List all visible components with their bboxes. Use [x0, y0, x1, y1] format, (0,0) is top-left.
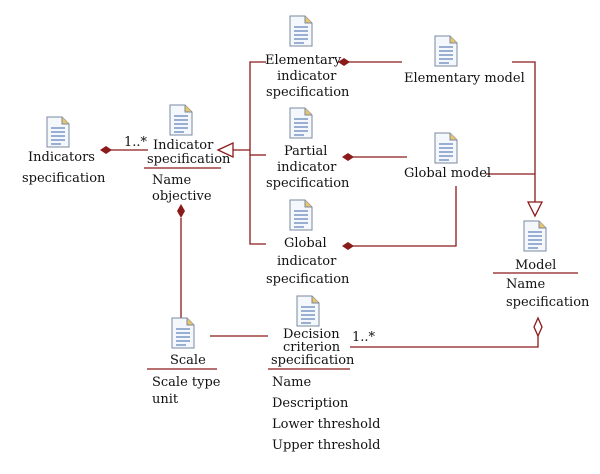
indicator-spec-name-line2: specification — [147, 152, 231, 167]
model-generalization-triangle — [526, 201, 544, 218]
global-model-name: Global model — [404, 166, 491, 181]
decision-document-icon — [296, 295, 320, 327]
indicators-composition-diamond — [100, 146, 112, 154]
elementary-spec-name-line3: specification — [266, 85, 350, 100]
elementary-model-name: Elementary model — [404, 71, 525, 86]
scale-attr-type: Scale type — [152, 375, 221, 390]
decision-multiplicity: 1..* — [352, 330, 376, 345]
indicators-multiplicity: 1..* — [124, 135, 148, 150]
indicators-name-line1: Indicators — [28, 150, 95, 165]
decision-name-line2: criterion — [283, 340, 341, 355]
indicator-spec-document-icon — [169, 104, 193, 136]
indicators-name-line2: specification — [22, 171, 106, 186]
decision-name-line1: Decision — [283, 327, 340, 342]
markers — [100, 58, 544, 338]
elementary-spec-name-line1: Elementary — [265, 53, 342, 68]
model-attr-name: Name — [506, 277, 545, 292]
global-spec-name-line2: indicator — [277, 254, 337, 269]
global-spec-name-line3: specification — [266, 272, 350, 287]
scale-name: Scale — [170, 353, 206, 368]
partial-spec-name-line3: specification — [266, 176, 350, 191]
model-aggregation-diamond — [533, 316, 543, 338]
elementary-model-document-icon — [434, 35, 458, 67]
elementary-spec-name-line2: indicator — [277, 69, 337, 84]
indicator-spec-name-line1: Indicator — [153, 138, 214, 153]
model-attr-specification: specification — [506, 295, 590, 310]
partial-spec-document-icon — [289, 107, 313, 139]
class-separators — [144, 167, 578, 370]
model-document-icon — [523, 220, 547, 252]
indicators-document-icon — [46, 116, 70, 148]
indicator-spec-attr-name: Name — [152, 173, 191, 188]
indicator-spec-attr-objective: objective — [152, 189, 212, 204]
elementary-composition-diamond — [338, 58, 350, 66]
decision-attr-description: Description — [272, 396, 349, 411]
elementary-model-to-model-line — [512, 61, 536, 202]
partial-spec-name-line2: indicator — [277, 160, 337, 175]
global-model-document-icon — [434, 132, 458, 164]
model-name: Model — [515, 258, 556, 273]
scale-attr-unit: unit — [152, 392, 179, 407]
generalization-triangle-spec — [216, 141, 234, 159]
global-composition-diamond — [342, 242, 354, 250]
decision-attr-lower: Lower threshold — [272, 417, 380, 432]
partial-spec-name-line1: Partial — [284, 144, 327, 159]
scale-composition-diamond — [177, 204, 185, 218]
scale-document-icon — [171, 317, 195, 349]
decision-attr-name: Name — [272, 375, 311, 390]
connectors — [104, 61, 539, 348]
decision-name-line3: specification — [271, 353, 355, 368]
class-labels: Indicators specification Indicator speci… — [22, 53, 590, 453]
global-composition-line — [348, 186, 457, 247]
global-spec-name-line1: Global — [284, 236, 327, 251]
partial-composition-diamond — [342, 153, 354, 161]
elementary-spec-document-icon — [289, 15, 313, 47]
decision-to-model-connector — [350, 336, 539, 348]
decision-attr-upper: Upper threshold — [272, 438, 381, 453]
generalization-bracket — [249, 61, 266, 245]
global-spec-document-icon — [289, 199, 313, 231]
